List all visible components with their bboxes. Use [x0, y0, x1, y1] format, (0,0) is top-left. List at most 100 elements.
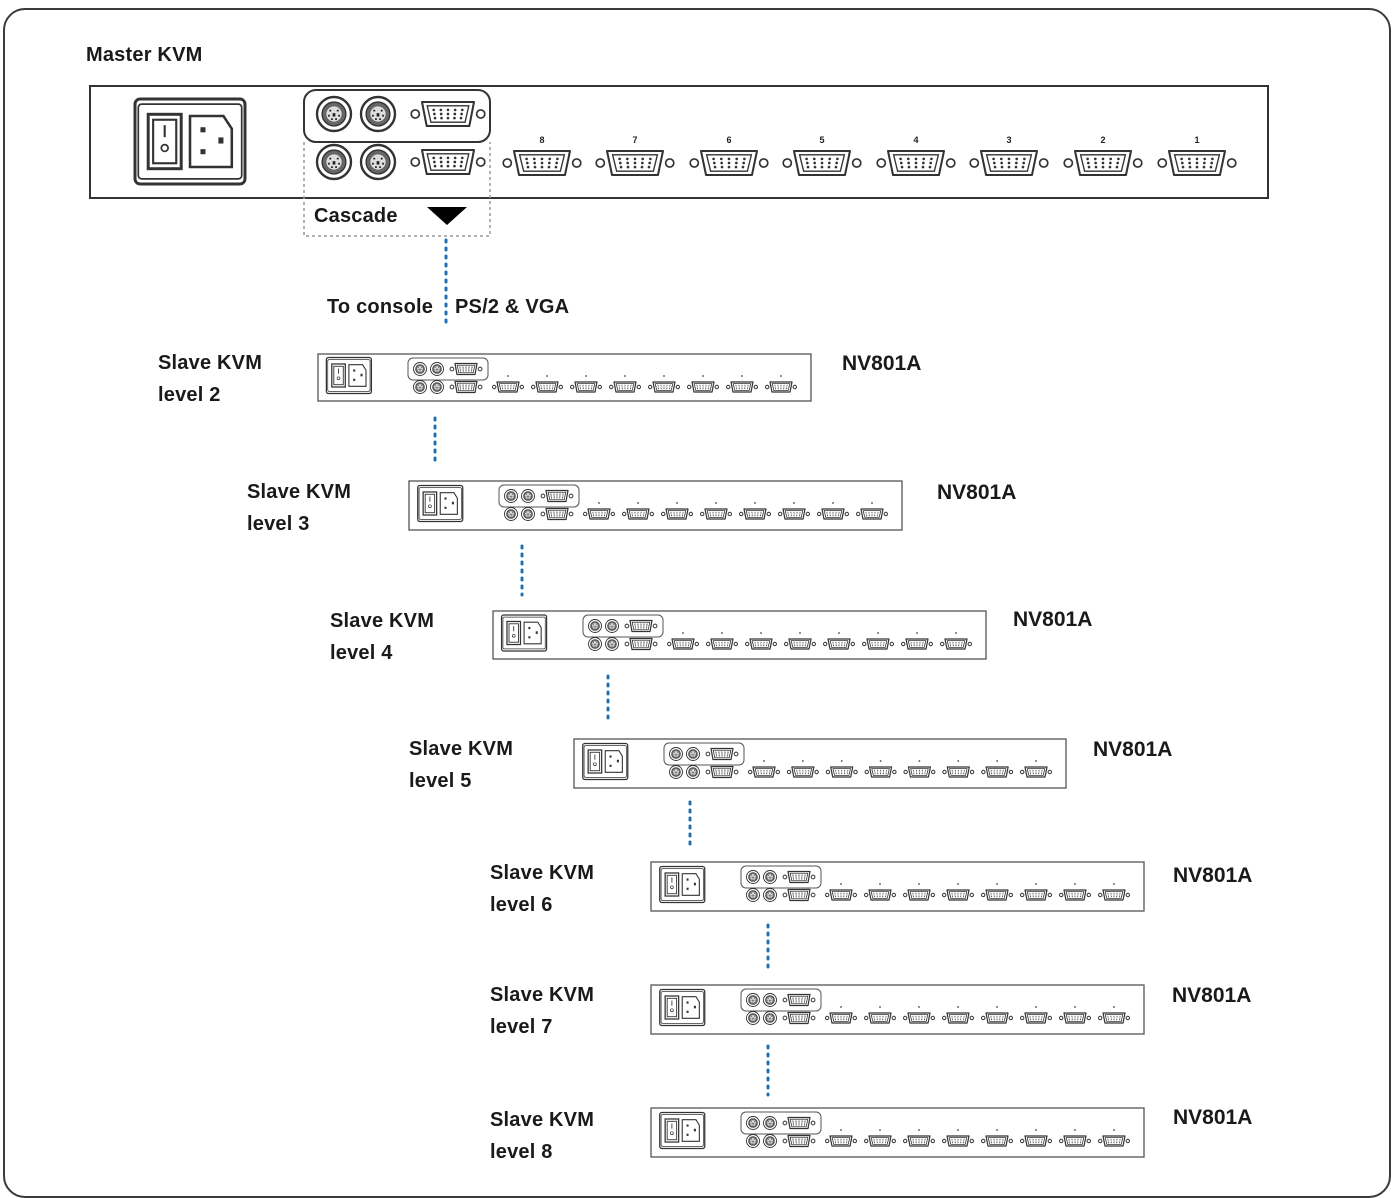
slave-ps2-icon: [430, 380, 444, 394]
slave-ps2-icon: [746, 1116, 760, 1130]
master-pc-port-6-icon: [689, 149, 769, 177]
slave-ps2-icon: [669, 747, 683, 761]
slave-pc-port-icon: [981, 766, 1014, 778]
slave-pc-port-icon: [981, 1012, 1013, 1024]
slave-pc-port-icon: [661, 508, 693, 520]
slave-model-4: NV801A: [1013, 608, 1093, 631]
slave-pc-port-icon: [981, 1135, 1013, 1147]
slave-port-number-mark: [916, 632, 918, 634]
slave-chassis: [317, 353, 812, 402]
slave-port-number-mark: [918, 883, 920, 885]
master-pc-port-7-icon: [595, 149, 675, 177]
slave-port-number-mark: [702, 375, 704, 377]
slave-ps2-icon: [605, 619, 619, 633]
slave-pc-port-icon: [667, 638, 699, 650]
slave-pc-port-icon: [903, 889, 935, 901]
slave-kvm-unit-level-4: [492, 610, 987, 660]
slave-port-number-mark: [879, 1129, 881, 1131]
slave-level-8: level 8: [490, 1141, 553, 1163]
slave-pc-port-icon: [1059, 1135, 1092, 1147]
slave-pc-port-icon: [942, 1135, 974, 1147]
slave-port-number-mark: [955, 632, 957, 634]
slave-vga-icon: [782, 1116, 816, 1130]
slave-vga-icon: [624, 619, 658, 633]
slave-pc-port-icon: [1020, 1135, 1053, 1147]
slave-pc-port-icon: [825, 1012, 857, 1024]
slave-ps2-icon: [669, 765, 683, 779]
slave-pc-port-icon: [864, 1135, 896, 1147]
cascade-port-group: [303, 142, 491, 237]
slave-ps2-icon: [588, 619, 602, 633]
slave-vga-icon: [705, 747, 739, 761]
slave-pc-port-icon: [1098, 889, 1131, 901]
slave-port-number-mark: [918, 1006, 920, 1008]
slave-pc-port-icon: [981, 889, 1013, 901]
master-pc-port-2-icon: [1063, 149, 1143, 177]
slave-pc-port-icon: [862, 638, 894, 650]
slave-title-3: Slave KVM: [247, 481, 352, 503]
slave-vga-icon: [782, 1011, 816, 1025]
slave-vga-icon: [782, 870, 816, 884]
slave-ps2-icon: [763, 1011, 777, 1025]
slave-pc-port-icon: [687, 381, 719, 393]
slave-port-number-mark: [871, 502, 873, 504]
slave-title-7: Slave KVM: [490, 984, 595, 1006]
slave-ps2-icon: [763, 888, 777, 902]
slave-ps2-icon: [746, 1134, 760, 1148]
slave-pc-port-icon: [1098, 1012, 1131, 1024]
slave-pc-port-icon: [903, 766, 936, 778]
master-pc-port-8-icon: [502, 149, 582, 177]
slave-ps2-icon: [588, 637, 602, 651]
console-type-label: PS/2 & VGA: [455, 296, 570, 318]
slave-ps2-icon: [746, 888, 760, 902]
slave-vga-icon: [782, 888, 816, 902]
slave-port-number-mark: [996, 760, 999, 762]
slave-ps2-icon: [686, 747, 700, 761]
port-number-label: 6: [726, 135, 731, 145]
slave-title-4: Slave KVM: [330, 610, 435, 632]
slave-port-number-mark: [840, 760, 843, 762]
slave-model-3: NV801A: [937, 481, 1017, 504]
slave-ps2-icon: [763, 1134, 777, 1148]
slave-port-number-mark: [918, 1129, 920, 1131]
slave-port-number-mark: [663, 375, 665, 377]
slave-pc-port-icon: [583, 508, 615, 520]
slave-port-number-mark: [1113, 1006, 1115, 1008]
slave-ps2-icon: [763, 993, 777, 1007]
slave-kvm-unit-level-5: [573, 738, 1067, 789]
slave-pc-port-icon: [864, 766, 897, 778]
slave-port-number-mark: [801, 760, 804, 762]
master-kvm-title: Master KVM: [86, 44, 203, 66]
slave-port-number-mark: [877, 632, 879, 634]
slave-vga-icon: [449, 362, 483, 376]
slave-pc-port-icon: [492, 381, 524, 393]
slave-power-module-icon: [659, 865, 706, 904]
slave-port-number-mark: [838, 632, 840, 634]
port-number-label: 5: [819, 135, 824, 145]
slave-ps2-icon: [413, 380, 427, 394]
slave-title-6: Slave KVM: [490, 862, 595, 884]
slave-pc-port-icon: [1020, 766, 1053, 778]
slave-pc-port-icon: [901, 638, 933, 650]
slave-port-number-mark: [1035, 1129, 1037, 1131]
slave-port-number-mark: [1035, 883, 1037, 885]
slave-ps2-icon: [763, 1116, 777, 1130]
slave-port-number-mark: [1113, 1129, 1115, 1131]
slave-pc-port-icon: [726, 381, 758, 393]
slave-level-3: level 3: [247, 513, 310, 535]
slave-ps2-icon: [521, 507, 535, 521]
slave-port-number-mark: [1074, 883, 1076, 885]
cascade-arrow-icon: [427, 207, 467, 225]
slave-title-5: Slave KVM: [409, 738, 514, 760]
slave-pc-port-icon: [825, 889, 857, 901]
slave-port-number-mark: [1035, 1006, 1037, 1008]
slave-port-number-mark: [585, 375, 587, 377]
slave-pc-port-icon: [903, 1012, 935, 1024]
slave-power-module-icon: [659, 1111, 706, 1150]
slave-pc-port-icon: [531, 381, 563, 393]
slave-kvm-unit-level-2: [317, 353, 812, 402]
slave-port-number-mark: [840, 1129, 842, 1131]
slave-port-number-mark: [879, 1006, 881, 1008]
